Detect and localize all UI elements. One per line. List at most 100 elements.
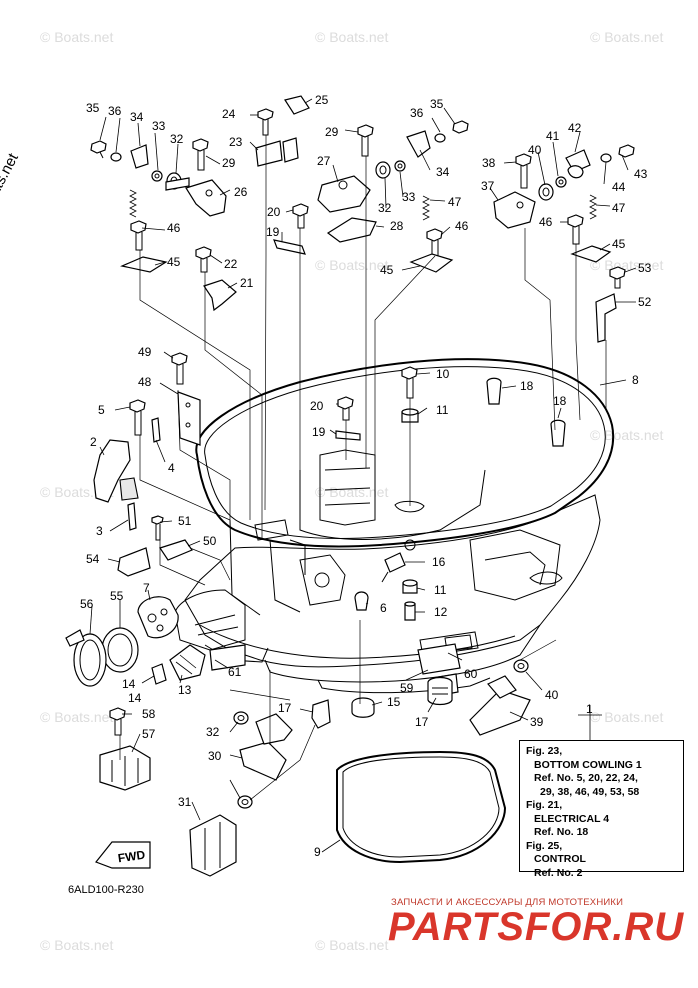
callout: 32: [206, 725, 220, 739]
legend-fig23-ref1: Ref. No. 5, 20, 22, 24,: [534, 772, 638, 784]
bottom-seal: [336, 750, 507, 864]
callout: 19: [312, 425, 326, 439]
callout: 14: [122, 677, 136, 691]
bottom-cowling: [174, 358, 615, 694]
callout: 15: [387, 695, 401, 709]
callout: 40: [545, 688, 559, 702]
shop-tagline: ЗАПЧАСТИ И АКСЕССУАРЫ ДЛЯ МОТОТЕХНИКИ: [391, 897, 624, 908]
bracket-group: [93, 95, 617, 791]
legend-fig25-ref: Ref. No. 2: [534, 866, 583, 879]
callout: 12: [434, 605, 448, 619]
callout: 46: [167, 221, 181, 235]
callout: 60: [464, 667, 478, 681]
callout: 52: [638, 295, 652, 309]
callout: 48: [138, 375, 152, 389]
callout: 28: [390, 219, 404, 233]
callout: 45: [167, 255, 181, 269]
diagram-code: 6ALD100-R230: [68, 884, 144, 896]
callout: 50: [203, 534, 217, 548]
callout: 11: [434, 583, 447, 597]
watermark: © Boats.net: [315, 257, 388, 273]
watermark: © Boats.net: [315, 937, 388, 953]
callout: 20: [310, 399, 324, 413]
spring-group: [129, 189, 597, 221]
callout: 21: [240, 276, 254, 290]
callout: 27: [317, 154, 331, 168]
callout: 49: [138, 345, 152, 359]
callout: 47: [612, 201, 626, 215]
legend-fig25-title: Fig. 25,: [526, 839, 563, 852]
callout: 8: [632, 373, 639, 387]
watermark: © Boats.net: [40, 709, 113, 725]
callout: 14: [128, 691, 142, 705]
legend-fig21-ref: Ref. No. 18: [534, 826, 589, 838]
watermark-layer: © Boats.net © Boats.net © Boats.net © Bo…: [40, 29, 663, 953]
fitting-group: [65, 377, 566, 877]
watermark: © Boats.net: [315, 484, 388, 500]
callout: 19: [266, 225, 280, 239]
legend-fig21-title: Fig. 21,: [526, 799, 563, 811]
assembly-guide-lines: [119, 135, 607, 801]
callout: 35: [430, 97, 444, 111]
legend-fig25-name: CONTROL: [534, 853, 586, 865]
callout: 13: [178, 683, 192, 697]
bolt-group: [90, 108, 635, 736]
callout-labels: 1 2 3 4 5 6 7 8 9 10 11 11 12 13 14 14 1…: [80, 93, 652, 859]
callout: 45: [380, 263, 394, 277]
callout: 46: [539, 215, 553, 229]
callout: 36: [108, 104, 122, 118]
legend-fig23-title: Fig. 23,: [526, 745, 563, 757]
legend-fig23-name: BOTTOM COWLING 1: [534, 758, 642, 771]
callout: 59: [400, 681, 414, 695]
callout: 39: [530, 715, 544, 729]
callout: 55: [110, 589, 124, 603]
callout: 41: [546, 129, 560, 143]
callout: 33: [152, 119, 166, 133]
callout: 38: [482, 156, 496, 170]
callout: 4: [168, 461, 175, 475]
callout: 18: [553, 394, 567, 408]
watermark: © Boats.net: [590, 427, 663, 443]
callout: 22: [224, 257, 238, 271]
callout: 10: [436, 367, 450, 381]
callout: 53: [638, 261, 652, 275]
callout: 3: [96, 524, 103, 538]
callout: 2: [90, 435, 97, 449]
callout: 30: [208, 749, 222, 763]
callout: 40: [528, 143, 542, 157]
watermark: © Boats.net: [590, 709, 663, 725]
callout: 1: [586, 702, 593, 716]
callout: 29: [222, 156, 236, 170]
fwd-arrow-icon: FWD: [95, 841, 151, 869]
callout: 32: [378, 201, 392, 215]
callout: 45: [612, 237, 626, 251]
callout: 9: [314, 845, 321, 859]
reference-legend: Fig. 23, BOTTOM COWLING 1 Ref. No. 5, 20…: [519, 740, 684, 879]
leader-lines: [89, 98, 637, 853]
watermark: © Boats.net: [40, 29, 113, 45]
callout: 33: [402, 190, 416, 204]
callout: 17: [278, 701, 292, 715]
callout: 25: [315, 93, 329, 107]
callout: 5: [98, 403, 105, 417]
callout: 57: [142, 727, 156, 741]
callout: 6: [380, 601, 387, 615]
callout: 29: [325, 125, 339, 139]
callout: 26: [234, 185, 248, 199]
callout: 31: [178, 795, 192, 809]
callout: 37: [481, 179, 495, 193]
callout: 51: [178, 514, 192, 528]
callout: 43: [634, 167, 648, 181]
legend-fig23-ref2: 29, 38, 46, 49, 53, 58: [540, 785, 640, 798]
callout: 58: [142, 707, 156, 721]
callout: 24: [222, 107, 236, 121]
fwd-label: FWD: [117, 848, 146, 866]
callout: 18: [520, 379, 534, 393]
callout: 11: [436, 403, 449, 417]
shop-brand-logo: PARTSFOR.RU: [388, 905, 685, 949]
callout: 56: [80, 597, 94, 611]
callout: 35: [86, 101, 100, 115]
callout: 17: [415, 715, 429, 729]
legend-fig21-name: ELECTRICAL 4: [534, 812, 610, 825]
callout: 47: [448, 195, 462, 209]
